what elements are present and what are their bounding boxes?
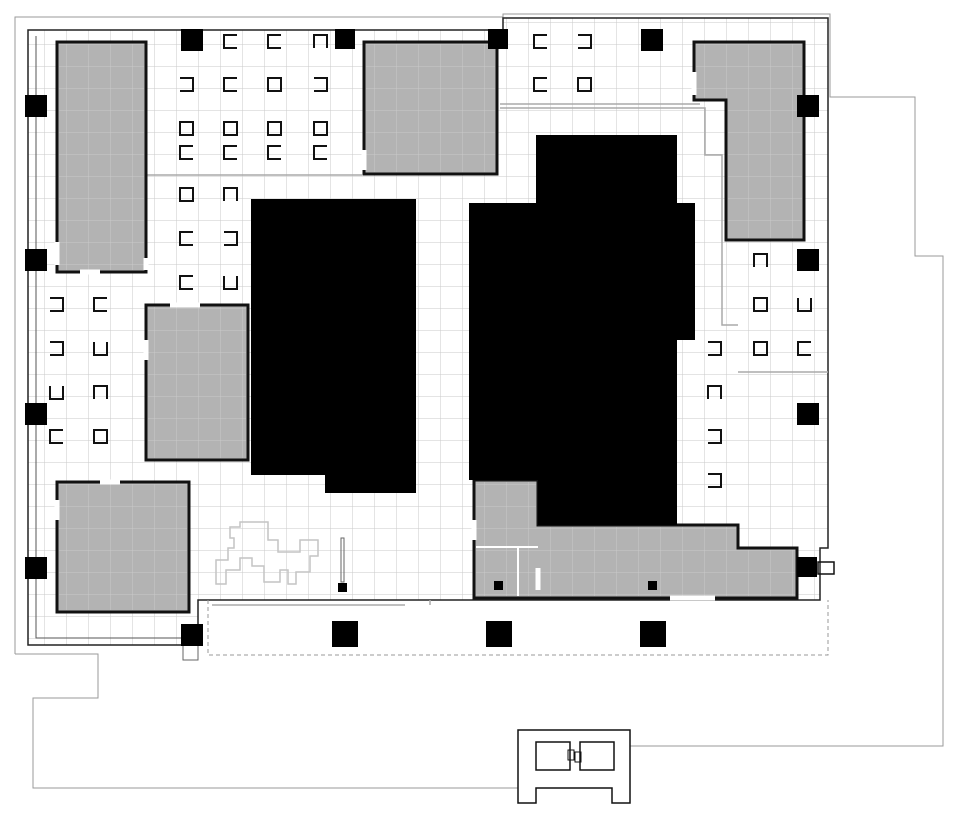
column [797, 249, 819, 271]
gray-room-grid [59, 44, 802, 610]
column [25, 249, 47, 271]
column [486, 621, 512, 647]
bracket-symbol [533, 34, 547, 49]
bracket-symbol [267, 34, 281, 49]
small-column [338, 583, 347, 592]
column [641, 29, 663, 51]
column [181, 29, 203, 51]
bracket-symbol [50, 341, 64, 356]
column [797, 403, 819, 425]
column [640, 621, 666, 647]
bracket-symbol [267, 77, 282, 92]
corner-notch [817, 561, 835, 575]
column [25, 95, 47, 117]
annex [517, 729, 631, 804]
bracket-symbol [708, 429, 722, 444]
bracket-symbol [223, 145, 237, 160]
bracket-symbol [223, 121, 238, 136]
column [25, 403, 47, 425]
column [488, 29, 508, 49]
bracket-symbol [179, 121, 194, 136]
bracket-symbol [797, 298, 812, 312]
sketch-outline [215, 521, 319, 585]
bracket-symbol [313, 34, 328, 48]
bracket-symbol [223, 276, 238, 290]
bracket-symbol [179, 275, 193, 290]
bracket-symbol [49, 429, 63, 444]
bracket-symbol [223, 187, 238, 201]
column [25, 557, 47, 579]
bracket-symbol [49, 386, 64, 400]
bracket-symbol [267, 145, 281, 160]
bracket-symbol [267, 121, 282, 136]
bracket-symbol [313, 145, 327, 160]
bracket-symbol [753, 297, 768, 312]
column [335, 29, 355, 49]
small-column [648, 581, 657, 590]
post [340, 537, 345, 583]
bracket-symbol [707, 385, 722, 399]
bracket-symbol [93, 297, 107, 312]
column [797, 95, 819, 117]
bracket-symbol [708, 341, 722, 356]
bracket-symbol [224, 231, 238, 246]
bracket-symbol [313, 121, 328, 136]
columns [25, 29, 819, 647]
column [332, 621, 358, 647]
small-column [494, 581, 503, 590]
bracket-symbol [93, 342, 108, 356]
bracket-symbol [93, 385, 108, 399]
column [797, 557, 817, 577]
bracket-symbol [577, 77, 592, 92]
column [181, 624, 203, 646]
wall-openings [54, 72, 715, 601]
bracket-symbol [179, 145, 193, 160]
furniture-symbols [49, 34, 812, 488]
solid-volumes [251, 135, 695, 525]
bracket-symbol [50, 297, 64, 312]
bracket-symbol [223, 34, 237, 49]
room-se-seams [476, 546, 538, 596]
bracket-symbol [708, 473, 722, 488]
bracket-symbol [533, 77, 547, 92]
bracket-symbol [753, 253, 768, 267]
bracket-symbol [578, 34, 592, 49]
volume-west [251, 199, 416, 493]
bracket-symbol [180, 77, 194, 92]
bracket-symbol [753, 341, 768, 356]
bracket-symbol [93, 429, 108, 444]
volume-east [469, 135, 695, 525]
bracket-symbol [179, 187, 194, 202]
bracket-symbol [797, 341, 811, 356]
interior-lines [146, 103, 828, 606]
bracket-symbol [223, 77, 237, 92]
bracket-symbol [314, 77, 328, 92]
bracket-symbol [179, 231, 193, 246]
